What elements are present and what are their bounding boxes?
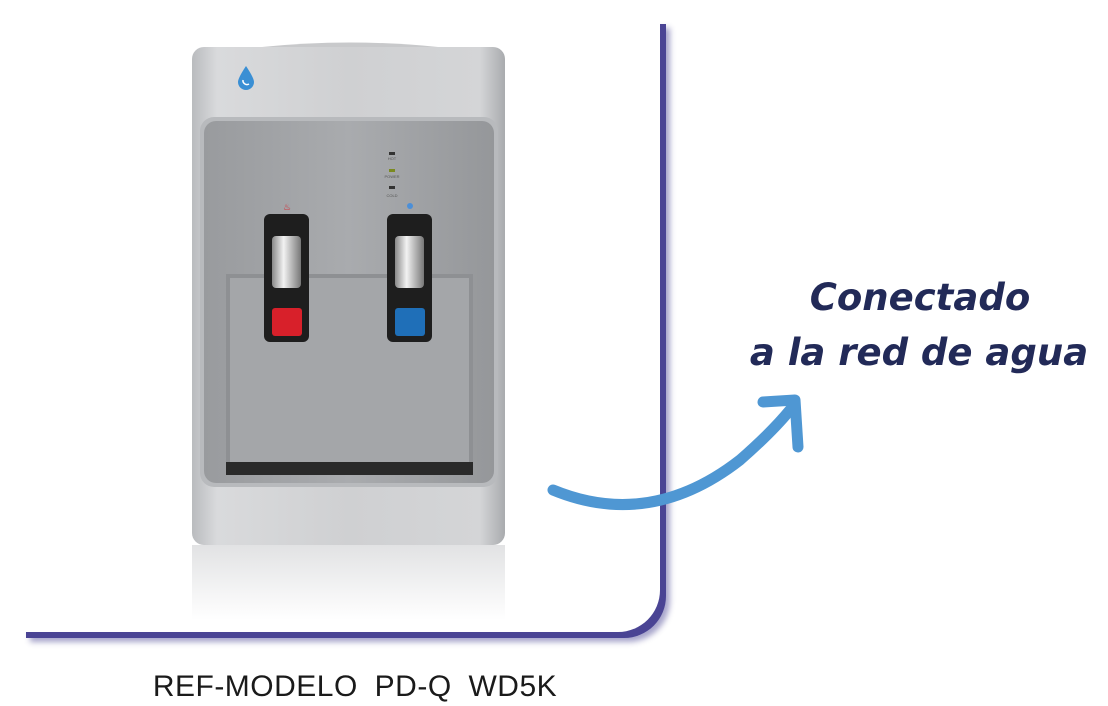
headline-line-1: Conectado [809,276,1031,319]
drop-logo-icon [238,66,254,90]
cold-indicator-light [389,186,395,189]
svg-text:HOT: HOT [388,156,397,161]
power-indicator-light [389,169,395,172]
cold-tap [387,203,432,342]
hot-tap: ♨ [264,202,309,342]
svg-text:POWER: POWER [384,174,399,179]
hot-indicator-light [389,152,395,155]
svg-text:♨: ♨ [283,202,291,212]
model-caption: REF-MODELO PD-Q WD5K [152,670,558,703]
svg-text:COLD: COLD [386,193,397,198]
headline-line-2: a la red de agua [749,331,1089,374]
